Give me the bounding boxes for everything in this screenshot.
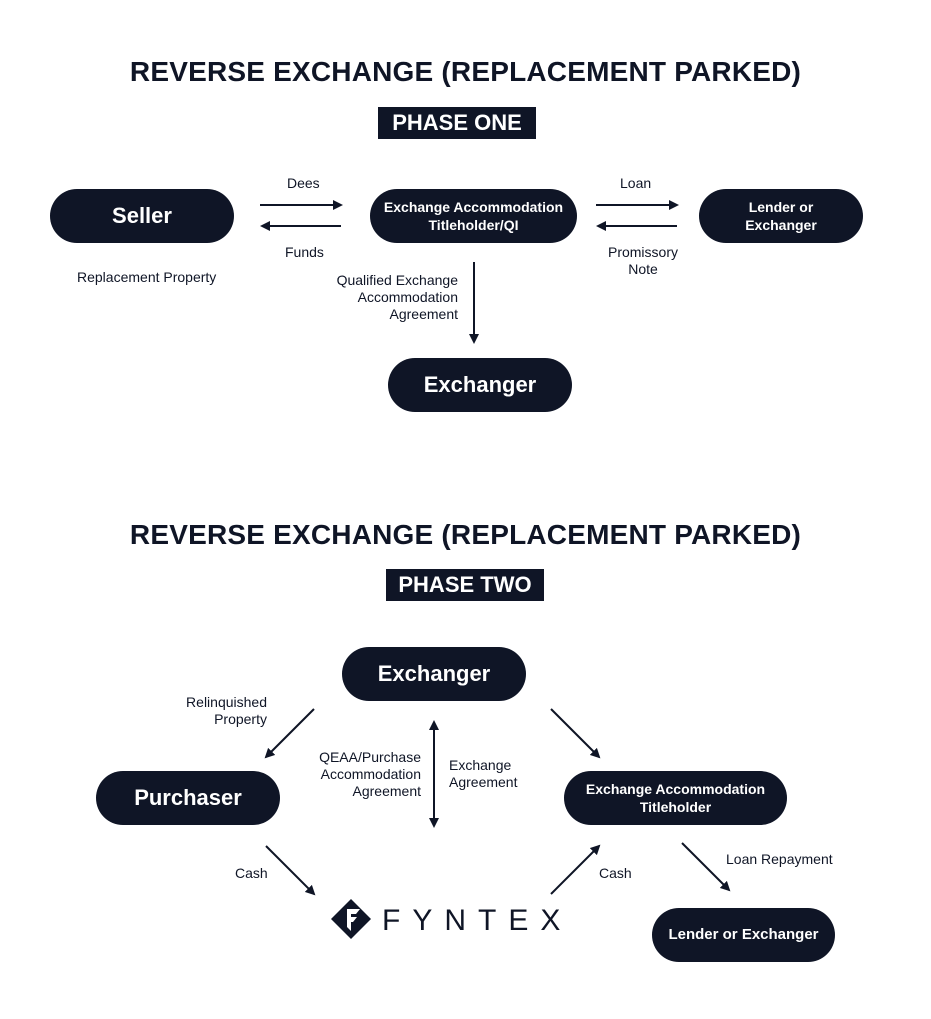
- phase-two-title: REVERSE EXCHANGE (REPLACEMENT PARKED): [129, 519, 802, 550]
- phase-two-badge: PHASE TWO: [386, 569, 544, 601]
- loan-repayment-label: Loan Repayment: [726, 851, 833, 867]
- fyntex-logo: FYNTEX: [330, 898, 573, 945]
- exchanger-node-phase-two: Exchanger: [342, 647, 526, 701]
- replacement-property-label: Replacement Property: [77, 269, 217, 285]
- relinquished-label: Relinquished Property: [186, 694, 267, 727]
- exchanger-node-phase-one: Exchanger: [388, 358, 572, 412]
- dees-label: Dees: [287, 175, 320, 191]
- cash-left-label: Cash: [235, 865, 268, 881]
- loan-repayment-arrow: [681, 842, 731, 892]
- relinquished-arrow: [264, 708, 315, 759]
- eat-node: Exchange Accommodation Titleholder: [564, 771, 787, 825]
- eat-qi-node: Exchange Accommodation Titleholder/QI: [370, 189, 577, 243]
- cash-right-arrow: [550, 844, 601, 895]
- seller-node: Seller: [50, 189, 234, 243]
- promissory-note-label: Promissory Note: [607, 244, 678, 277]
- purchaser-node: Purchaser: [96, 771, 280, 825]
- lender-node: Lender or Exchanger: [699, 189, 863, 243]
- fyntex-logo-icon: [330, 898, 372, 945]
- lender-node-phase-two: Lender or Exchanger: [652, 908, 835, 962]
- exchange-agreement-label: Exchange Agreement: [449, 757, 518, 790]
- phase-one-title: REVERSE EXCHANGE (REPLACEMENT PARKED): [129, 56, 802, 87]
- qeaa-label: Qualified Exchange Accommodation Agreeme…: [336, 272, 458, 322]
- fyntex-logo-text: FYNTEX: [382, 904, 573, 937]
- cash-right-label: Cash: [599, 865, 632, 881]
- cash-left-arrow: [265, 845, 316, 896]
- qeaa-purchase-label: QEAA/Purchase Accommodation Agreement: [319, 749, 421, 799]
- phase-one-badge: PHASE ONE: [378, 107, 536, 139]
- loan-label: Loan: [620, 175, 652, 191]
- exchanger-to-eat-arrow: [550, 708, 601, 759]
- funds-label: Funds: [285, 244, 324, 260]
